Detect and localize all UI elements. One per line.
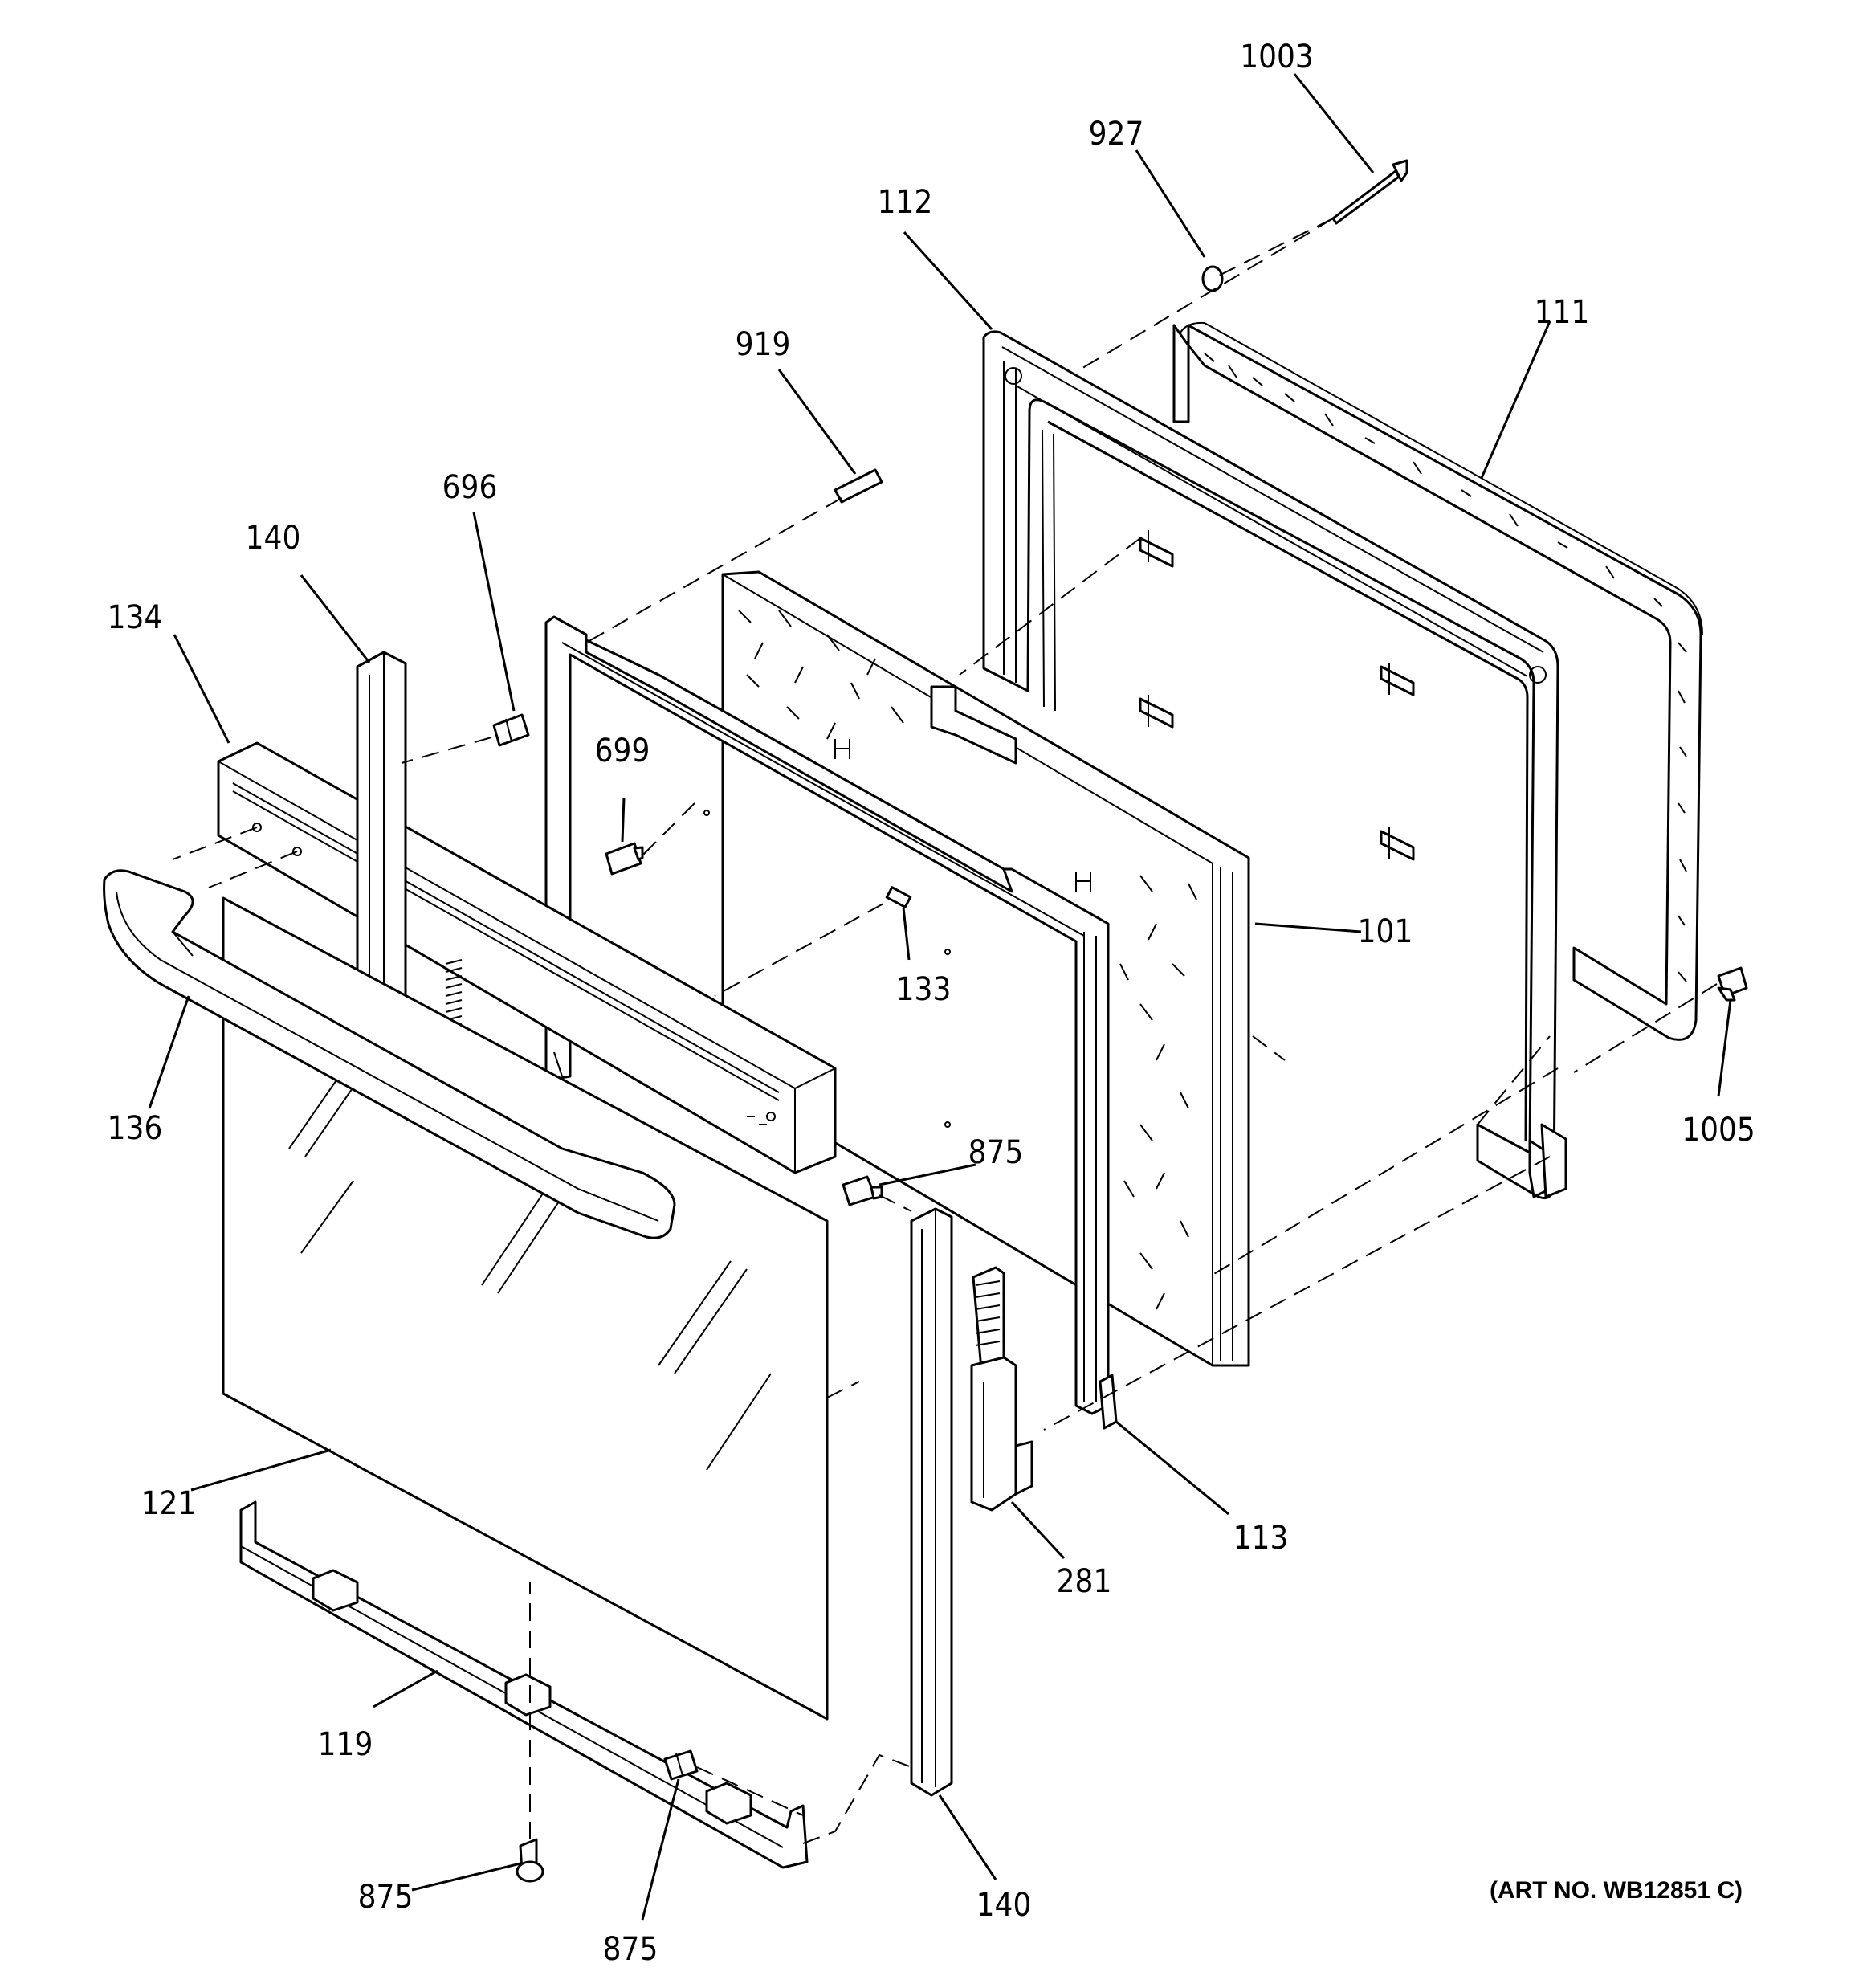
callout-927: 927 (1089, 116, 1144, 153)
callout-112: 112 (878, 184, 933, 221)
art-number: (ART NO. WB12851 C) (1490, 1877, 1743, 1904)
callout-113: 113 (1233, 1520, 1289, 1557)
inner-glass-panel (544, 615, 1110, 1415)
screw-919 (834, 468, 883, 504)
callout-1003: 1003 (1240, 39, 1314, 76)
callout-696: 696 (442, 469, 498, 506)
hinge-281 (970, 1266, 1033, 1512)
assembly-lines (172, 218, 1718, 1844)
outer-glass-121 (222, 896, 829, 1721)
bottom-rail-119 (239, 1500, 809, 1869)
washer-927 (1201, 265, 1224, 292)
callout-875-mid: 875 (968, 1134, 1024, 1171)
screw-1005 (1717, 966, 1748, 1002)
screw-699 (605, 842, 644, 876)
callout-136: 136 (108, 1110, 163, 1147)
callout-121: 121 (141, 1485, 197, 1522)
callout-1005: 1005 (1682, 1112, 1755, 1149)
callout-111: 111 (1535, 294, 1590, 331)
callout-875-bottom: 875 (603, 1931, 658, 1968)
door-gasket-111 (1172, 321, 1703, 1041)
corner-brace-113 (1099, 1374, 1118, 1430)
inner-door-panel-112 (982, 330, 1567, 1200)
callout-875-bottom-left: 875 (358, 1879, 414, 1916)
callout-101: 101 (1358, 913, 1413, 950)
callout-119: 119 (318, 1726, 373, 1763)
leader-lines (148, 73, 1732, 1921)
screw-1003 (1331, 159, 1408, 225)
insulation-101 (721, 570, 1250, 1367)
door-handle-136 (103, 869, 676, 1239)
screw-875-bottom-left (516, 1838, 544, 1883)
callout-140-bottom: 140 (976, 1887, 1032, 1924)
screw-875-mid (842, 1175, 883, 1206)
side-channel-140-bottom (910, 1207, 953, 1797)
callout-699: 699 (595, 733, 650, 769)
callout-919: 919 (736, 326, 791, 363)
callout-140-top: 140 (246, 520, 301, 557)
callout-133: 133 (896, 971, 952, 1008)
callout-281: 281 (1057, 1563, 1112, 1600)
screw-696 (492, 713, 530, 747)
callouts: 1003 927 112 111 919 696 140 134 699 101… (108, 39, 1755, 1968)
screw-875-bottom (663, 1749, 699, 1781)
callout-134: 134 (108, 599, 163, 636)
